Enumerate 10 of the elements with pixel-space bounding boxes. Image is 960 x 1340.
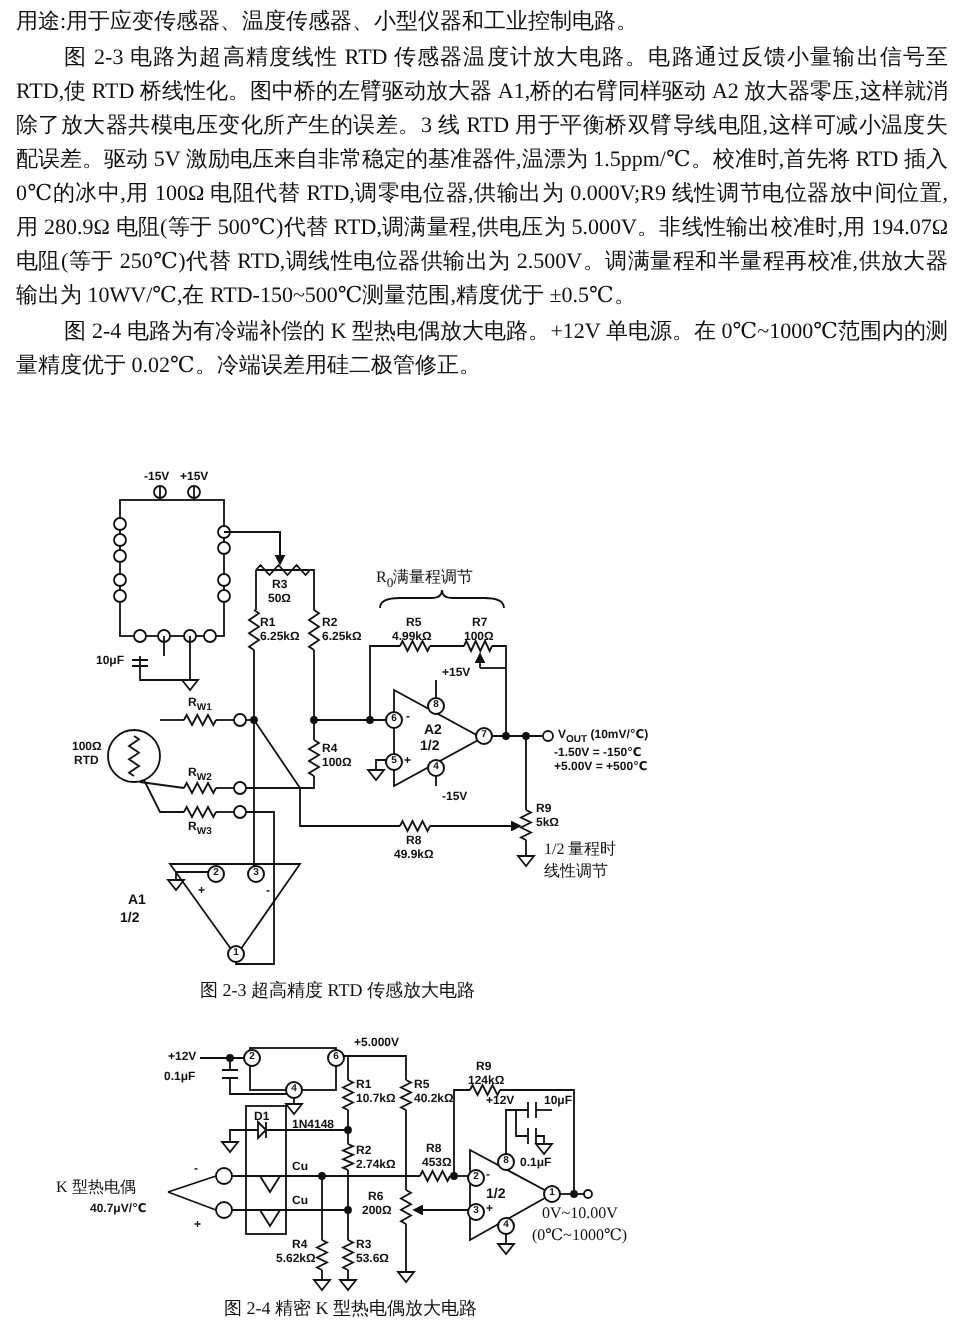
circuit-note: 0V~10.00V — [542, 1206, 618, 1222]
circuit-note: K 型热电偶 — [56, 1180, 136, 1196]
circuit-note: R$_{0}$满量程调节 — [376, 570, 474, 593]
figure-caption: 图 2-3 超高精度 RTD 传感放大电路 — [200, 982, 475, 1000]
body-paragraph: 图 2-4 电路为有冷端补偿的 K 型热电偶放大电路。+12V 单电源。在 0℃~1000℃范围内的测量精度优于 0.02℃。冷端误差用硅二极管修正。 — [16, 317, 948, 382]
circuit-note: (0℃~1000℃) — [532, 1228, 628, 1244]
body-paragraph: 用途:用于应变传感器、温度传感器、小型仪器和工业控制电路。 — [16, 7, 641, 38]
body-paragraph: 图 2-3 电路为超高精度线性 RTD 传感器温度计放大电路。电路通过反馈小量输出信号至 RTD,使 RTD 桥线性化。图中桥的左臂驱动放大器 A1,桥的右臂同样驱动 A2 放大器零压,这样就消除了放大器共模电压变化所产生的误差。3 线 RTD 用于平衡桥双臂导线电阻,这样可减小温度失配误差。驱动 5V 激励电压来自非常稳定的基准器件,温漂为 1.5ppm/℃。校准时,首先将 RTD 插入 0℃的冰中,用 100Ω 电阻代替 RTD,调零电位器,供输出为 0.000V;R9 线性调节电位器放中间位置,用 280.9Ω 电阻(等于 500℃)代替 RTD,调满量程,供电压为 5.000V。非线性输出校准时,用 194.07Ω 电阻(等于 250℃)代替 RTD,调线性电位器供输出为 2.500V。调满量程和半量程再校准,供放大器输出为 10WV/℃,在 RTD-150~500℃测量范围,精度优于 ±0.5℃。 — [16, 43, 948, 312]
circuit-note: 1/2 量程时线性调节 — [544, 838, 619, 882]
figure-caption: 图 2-4 精密 K 型热电偶放大电路 — [224, 1300, 477, 1318]
